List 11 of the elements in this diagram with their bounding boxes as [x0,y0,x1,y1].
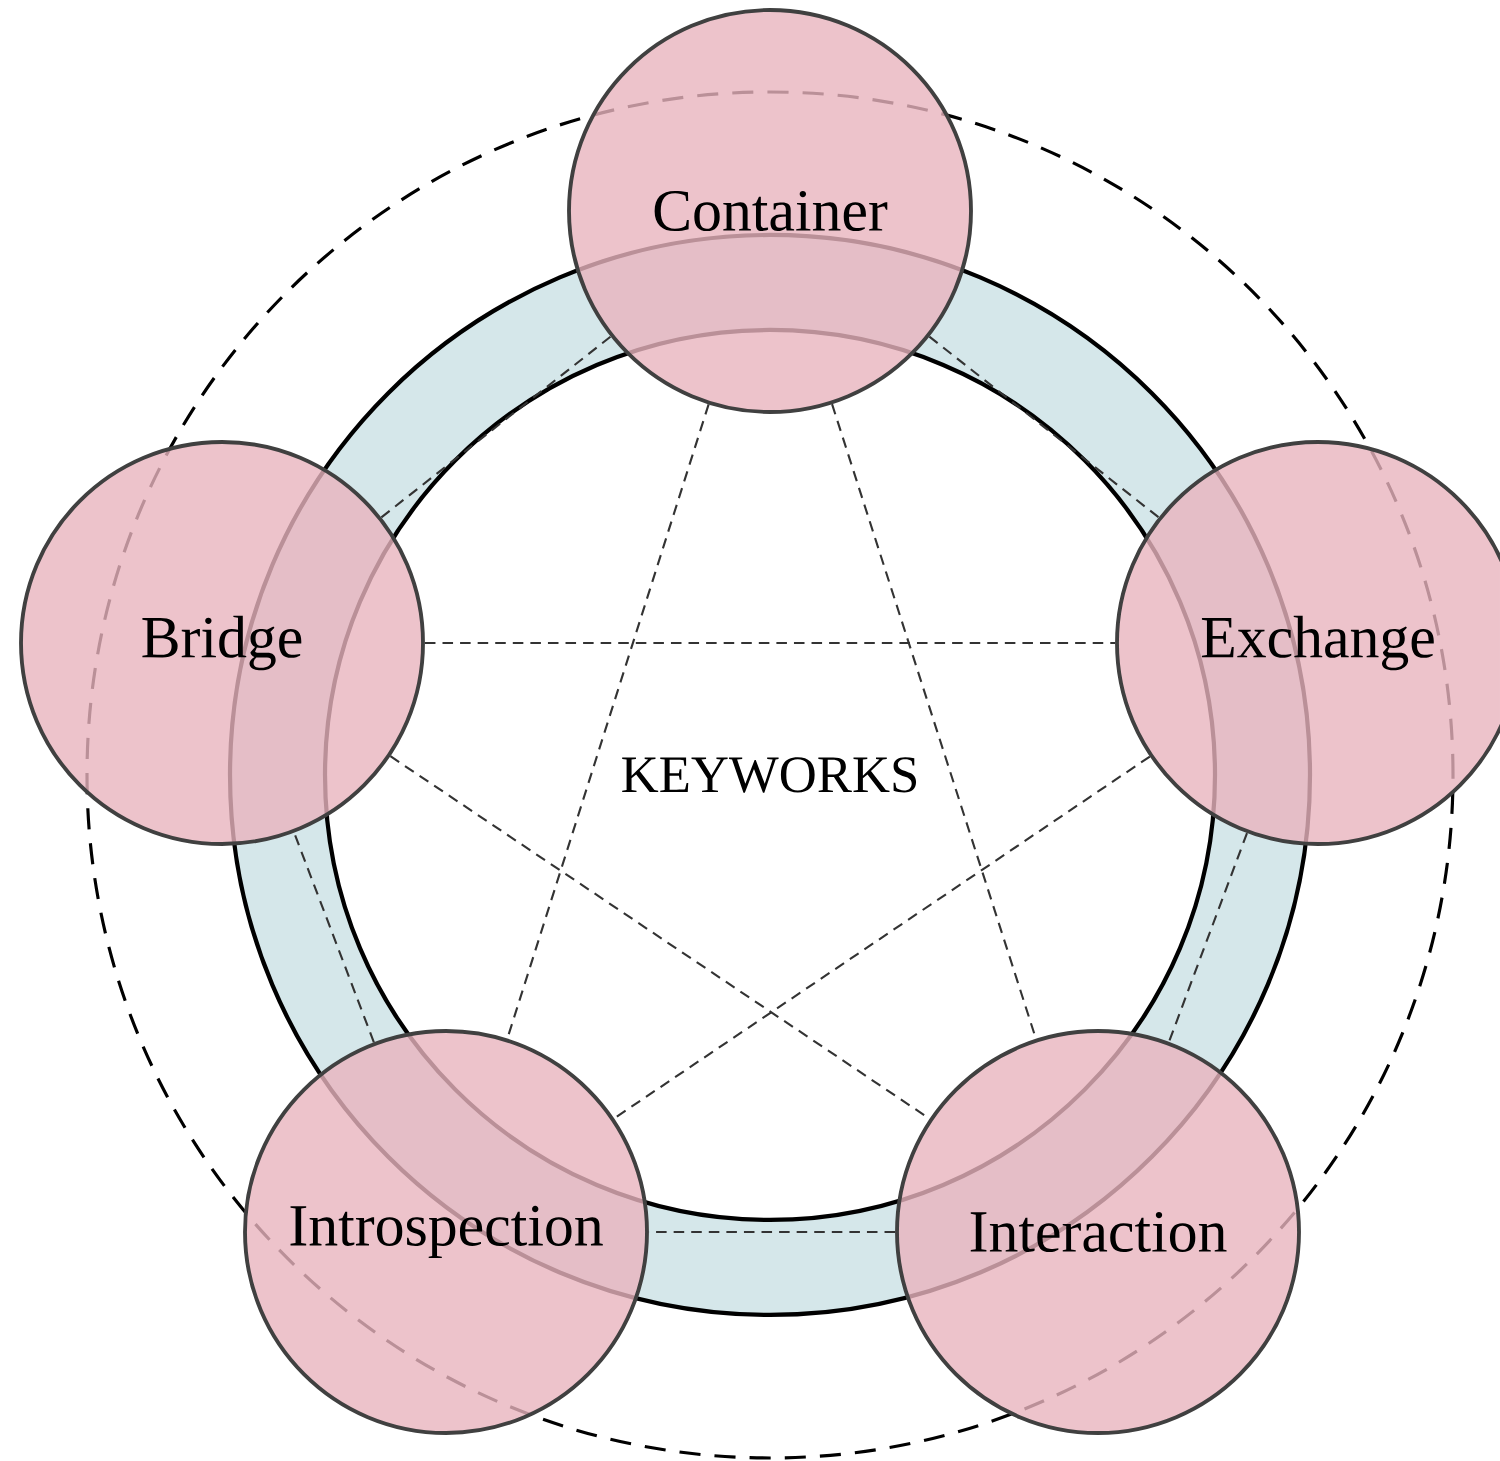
center-label: KEYWORKS [622,757,917,793]
dashed-line [1168,832,1248,1043]
dashed-line [380,335,612,519]
dashed-line [293,832,375,1043]
circle-node: Introspection [243,1029,649,1435]
circle-node: Interaction [895,1029,1301,1435]
circle-node: Exchange [1115,440,1500,846]
dashed-line [928,335,1160,519]
dashed-line [424,641,1116,645]
circle-node: Container [567,8,973,414]
circle-node: Bridge [19,440,425,846]
